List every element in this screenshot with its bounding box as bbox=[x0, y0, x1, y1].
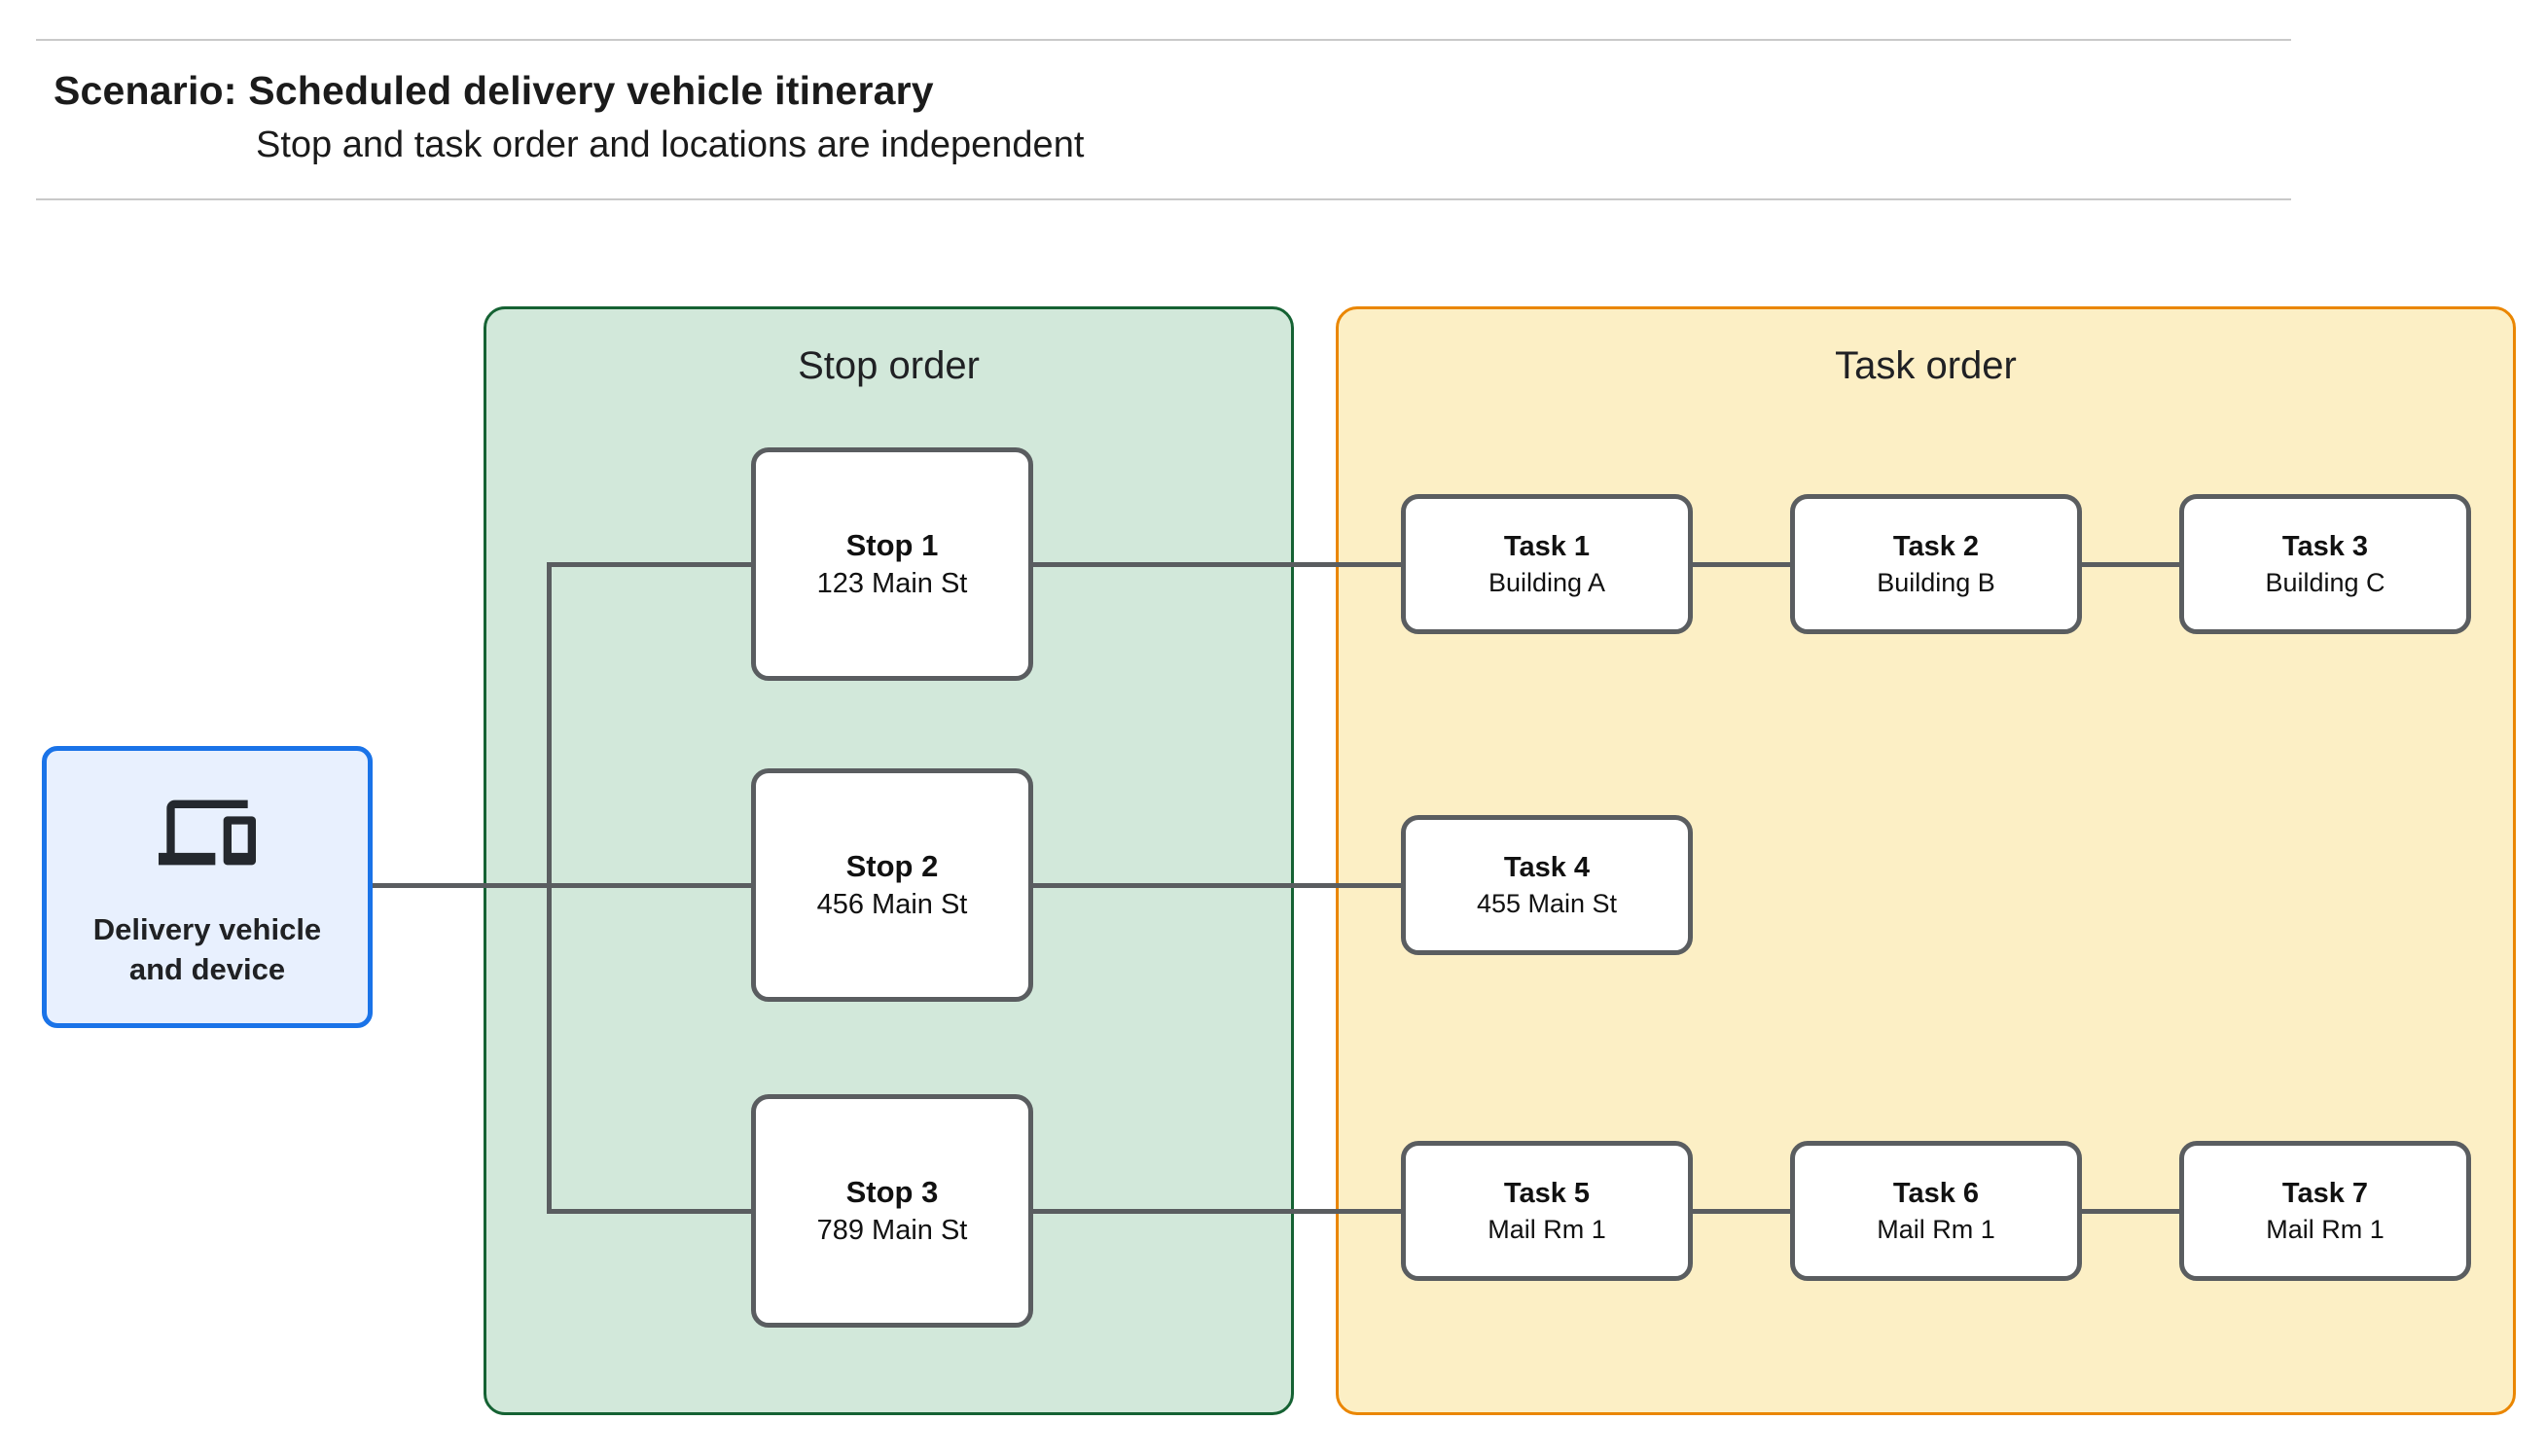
stop-node-title: Stop 1 bbox=[845, 528, 939, 563]
task-order-panel-title: Task order bbox=[1835, 344, 2017, 387]
task-node-4: Task 4 455 Main St bbox=[1401, 815, 1693, 955]
connector-stop2-task4 bbox=[1031, 883, 1401, 888]
stop-node-3: Stop 3 789 Main St bbox=[751, 1094, 1033, 1328]
task-node-location: Building B bbox=[1877, 568, 1995, 598]
page-title: Scenario: Scheduled delivery vehicle iti… bbox=[54, 68, 934, 113]
stop-node-location: 456 Main St bbox=[816, 889, 968, 921]
stop-node-location: 789 Main St bbox=[816, 1215, 968, 1247]
connector-stop-trunk bbox=[547, 564, 552, 1214]
task-node-title: Task 3 bbox=[2281, 530, 2369, 562]
task-node-location: Building C bbox=[2265, 568, 2385, 598]
task-node-1: Task 1 Building A bbox=[1401, 494, 1693, 634]
task-node-title: Task 5 bbox=[1503, 1177, 1591, 1209]
devices-icon bbox=[149, 784, 266, 881]
stop-node-title: Stop 3 bbox=[845, 1175, 939, 1210]
task-node-2: Task 2 Building B bbox=[1790, 494, 2082, 634]
page-subtitle: Stop and task order and locations are in… bbox=[256, 124, 1085, 165]
stop-order-panel-title: Stop order bbox=[798, 344, 980, 387]
connector-stop1-task1 bbox=[1031, 562, 1401, 567]
task-node-location: Mail Rm 1 bbox=[1488, 1215, 1606, 1245]
stop-node-location: 123 Main St bbox=[816, 568, 968, 600]
stop-node-2: Stop 2 456 Main St bbox=[751, 768, 1033, 1002]
task-node-title: Task 7 bbox=[2281, 1177, 2369, 1209]
task-node-location: Mail Rm 1 bbox=[1877, 1215, 1995, 1245]
connector-trunk-stop3 bbox=[547, 1209, 753, 1214]
task-node-title: Task 1 bbox=[1503, 530, 1591, 562]
task-node-6: Task 6 Mail Rm 1 bbox=[1790, 1141, 2082, 1281]
connector-stop3-task5 bbox=[1031, 1209, 1401, 1214]
task-node-3: Task 3 Building C bbox=[2179, 494, 2471, 634]
task-node-title: Task 6 bbox=[1892, 1177, 1980, 1209]
task-node-location: Mail Rm 1 bbox=[2266, 1215, 2385, 1245]
connector-trunk-stop1 bbox=[547, 562, 753, 567]
connector-task5-task6 bbox=[1689, 1209, 1790, 1214]
task-node-5: Task 5 Mail Rm 1 bbox=[1401, 1141, 1693, 1281]
stop-node-1: Stop 1 123 Main St bbox=[751, 447, 1033, 681]
stop-node-title: Stop 2 bbox=[845, 849, 939, 884]
task-node-location: 455 Main St bbox=[1476, 889, 1618, 919]
task-node-location: Building A bbox=[1488, 568, 1606, 598]
task-node-title: Task 2 bbox=[1892, 530, 1980, 562]
connector-task2-task3 bbox=[2078, 562, 2179, 567]
connector-vehicle-stop2 bbox=[371, 883, 753, 888]
header-divider-rule bbox=[36, 198, 2291, 200]
delivery-vehicle-node: Delivery vehicle and device bbox=[42, 746, 373, 1028]
vehicle-node-label: Delivery vehicle and device bbox=[92, 912, 322, 986]
connector-task6-task7 bbox=[2078, 1209, 2179, 1214]
connector-task1-task2 bbox=[1689, 562, 1790, 567]
task-node-7: Task 7 Mail Rm 1 bbox=[2179, 1141, 2471, 1281]
task-node-title: Task 4 bbox=[1503, 851, 1591, 883]
top-rule bbox=[36, 39, 2291, 41]
